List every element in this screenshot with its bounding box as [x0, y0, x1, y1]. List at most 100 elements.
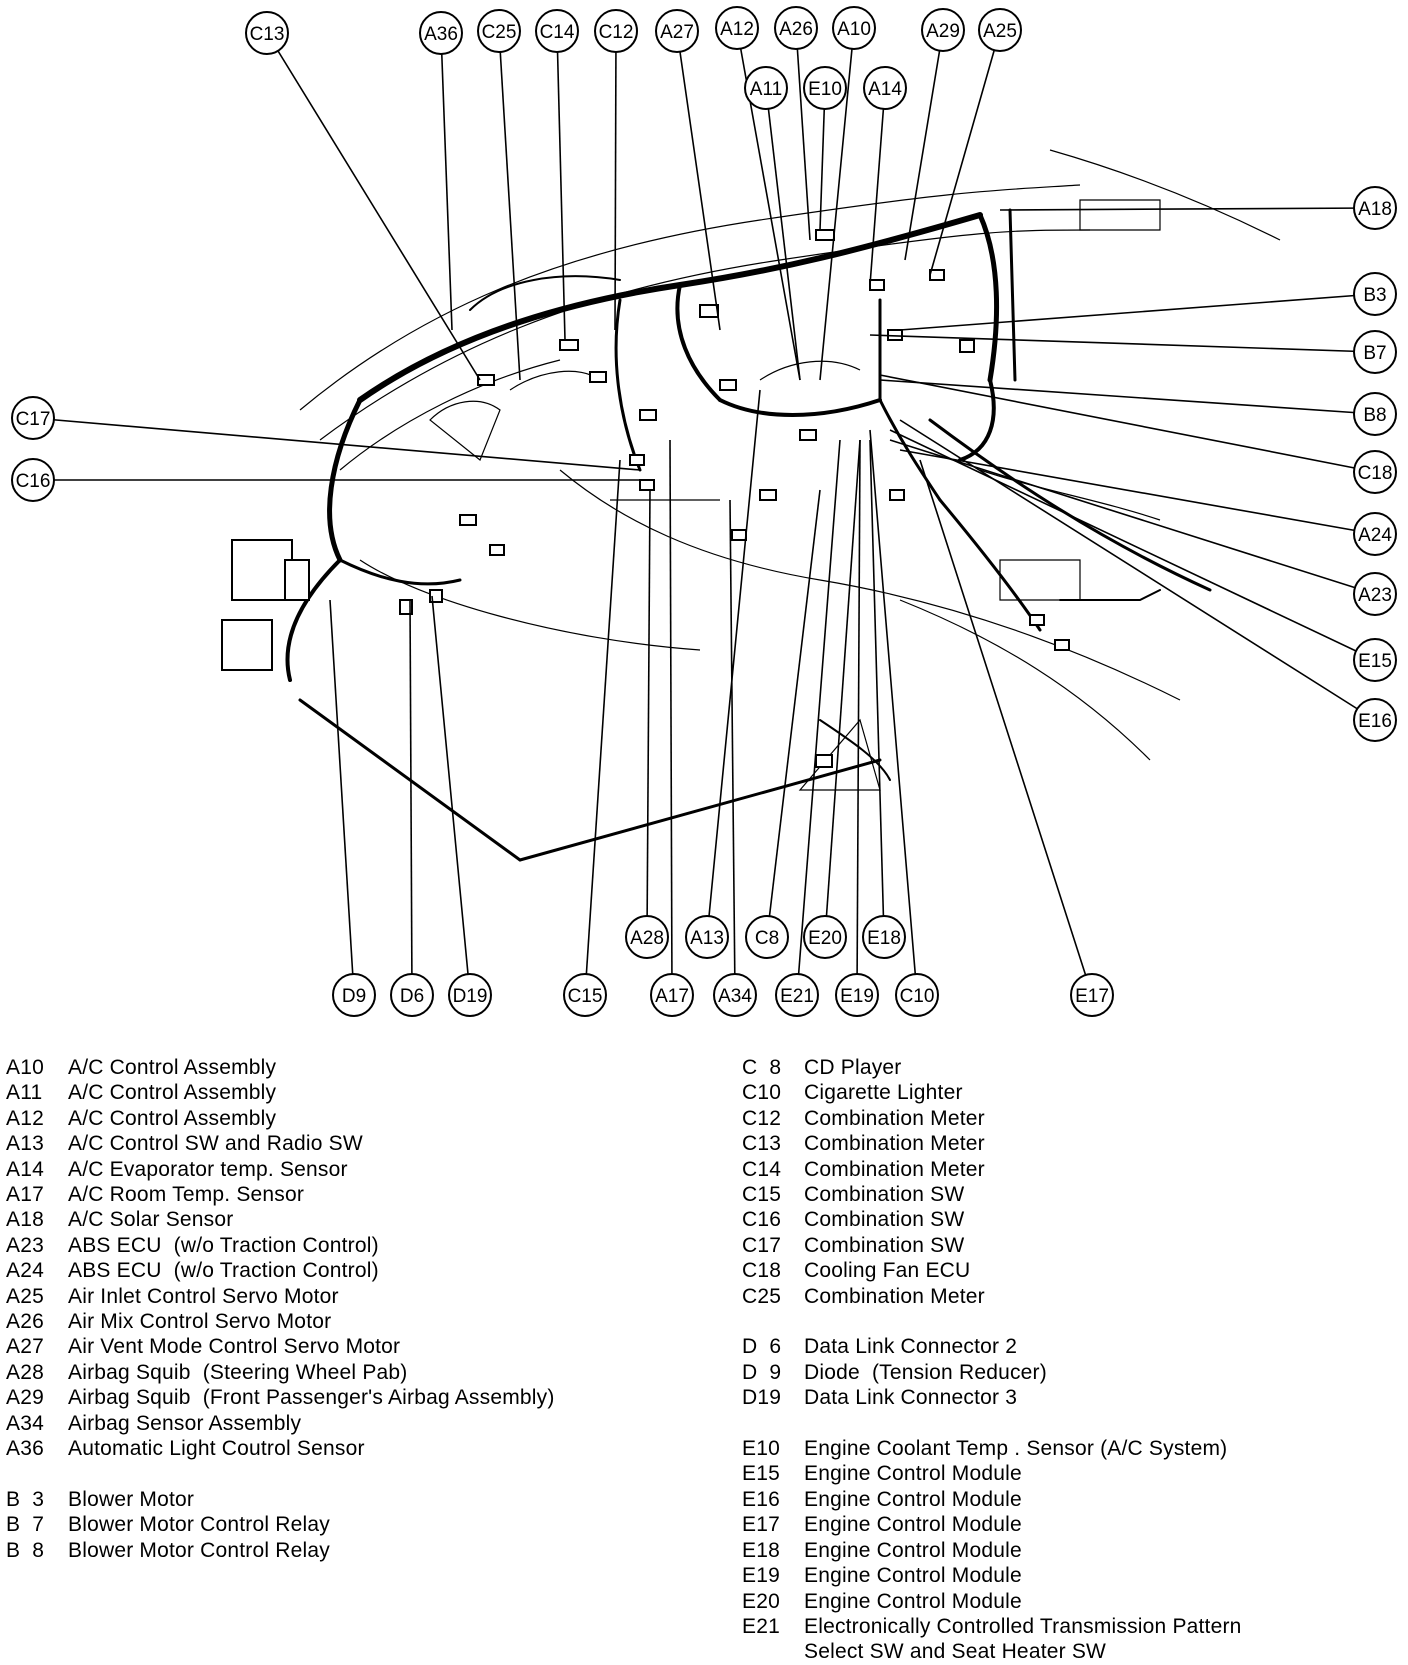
callout-label: A34 — [718, 986, 752, 1007]
legend-gap — [742, 1309, 1402, 1334]
leader-b7 — [869, 334, 1376, 353]
callout-label: C12 — [599, 22, 634, 43]
callout-a10: A10 — [832, 6, 876, 50]
legend-description: Air Inlet Control Servo Motor — [68, 1284, 339, 1308]
leader-a26 — [795, 27, 811, 241]
legend-code: A28 — [6, 1360, 44, 1384]
legend-code: A25 — [6, 1284, 44, 1308]
callout-c8: C8 — [745, 915, 789, 959]
legend-description: Data Link Connector 3 — [804, 1386, 1018, 1410]
callout-label: A13 — [690, 928, 724, 949]
callout-e10: E10 — [803, 66, 847, 110]
legend-description: Engine Coolant Temp . Sensor (A/C System… — [804, 1437, 1228, 1461]
leader-a28 — [646, 489, 651, 938]
callout-label: C8 — [755, 928, 779, 949]
callout-e17: E17 — [1070, 973, 1114, 1017]
callout-label: B7 — [1363, 343, 1386, 364]
legend-code: C10 — [742, 1081, 782, 1105]
callout-a26: A26 — [774, 6, 818, 50]
leader-c14 — [556, 30, 566, 341]
legend-row: A24 ABS ECU (w/o Traction Control) — [6, 1258, 706, 1283]
callout-label: A10 — [837, 19, 871, 40]
legend-code: A24 — [6, 1259, 44, 1283]
legend-description: A/C Control SW and Radio SW — [68, 1132, 363, 1156]
legend-description: Combination Meter — [804, 1132, 985, 1156]
legend-code: A18 — [6, 1208, 44, 1232]
leader-c17 — [32, 417, 641, 471]
legend-description: A/C Control Assembly — [68, 1056, 277, 1079]
leader-e15 — [889, 429, 1376, 661]
callout-label: B3 — [1363, 285, 1386, 306]
legend-description: Engine Control Module — [804, 1564, 1022, 1588]
callout-label: A27 — [660, 22, 694, 43]
leader-a14 — [869, 87, 886, 286]
legend-gap — [742, 1411, 1402, 1436]
legend-code: C25 — [742, 1284, 782, 1308]
legend-description: Airbag Sensor Assembly — [68, 1411, 302, 1435]
leader-b8 — [879, 379, 1376, 415]
legend-code: A27 — [6, 1335, 44, 1359]
legend-code: C 8 — [742, 1056, 782, 1079]
callout-a28: A28 — [625, 915, 669, 959]
callout-label: E15 — [1358, 651, 1392, 672]
legend-description: Engine Control Module — [804, 1513, 1022, 1537]
callout-label: A24 — [1358, 525, 1392, 546]
legend-description: Select SW and Seat Heater SW — [804, 1640, 1107, 1664]
legend-description: Engine Control Module — [804, 1589, 1022, 1613]
dashboard-outline — [299, 149, 1281, 791]
callout-c17: C17 — [11, 396, 55, 440]
callout-e16: E16 — [1353, 698, 1397, 742]
callout-b8: B8 — [1353, 392, 1397, 436]
callout-label: B8 — [1363, 405, 1386, 426]
leader-c13 — [266, 32, 481, 381]
legend-code: E18 — [742, 1538, 780, 1562]
callout-a25: A25 — [978, 8, 1022, 52]
leader-e17 — [919, 459, 1093, 996]
legend-description: Blower Motor — [68, 1487, 195, 1511]
callout-a27: A27 — [655, 9, 699, 53]
leader-d6 — [409, 599, 413, 996]
callout-e20: E20 — [803, 915, 847, 959]
leader-c10 — [869, 429, 918, 996]
callout-d6: D6 — [390, 973, 434, 1017]
leader-e21 — [796, 439, 841, 996]
leader-a10 — [819, 27, 855, 381]
callout-a18: A18 — [1353, 186, 1397, 230]
callout-label: D9 — [342, 986, 366, 1007]
legend-description: A/C Room Temp. Sensor — [68, 1183, 305, 1207]
legend-description: ABS ECU (w/o Traction Control) — [68, 1259, 379, 1283]
leader-a27 — [676, 30, 721, 331]
legend-code: B 8 — [6, 1538, 45, 1562]
legend-description: Combination SW — [804, 1233, 965, 1257]
legend-description: Diode (Tension Reducer) — [804, 1360, 1047, 1384]
legend-code: E15 — [742, 1462, 780, 1486]
callout-c25: C25 — [477, 9, 521, 53]
legend-description: Electronically Controlled Transmission P… — [804, 1614, 1242, 1638]
legend-code: C14 — [742, 1157, 782, 1181]
legend-code: E20 — [742, 1589, 780, 1613]
callout-c14: C14 — [535, 9, 579, 53]
callout-a13: A13 — [685, 915, 729, 959]
leader-c25 — [498, 30, 521, 381]
legend-description: ABS ECU (w/o Traction Control) — [68, 1233, 379, 1257]
legend-description: Air Vent Mode Control Servo Motor — [68, 1335, 401, 1359]
callout-label: C18 — [1358, 463, 1393, 484]
legend-gap — [6, 1462, 706, 1487]
legend-row: A25 Air Inlet Control Servo Motor — [6, 1284, 706, 1309]
leader-a36 — [440, 32, 453, 331]
